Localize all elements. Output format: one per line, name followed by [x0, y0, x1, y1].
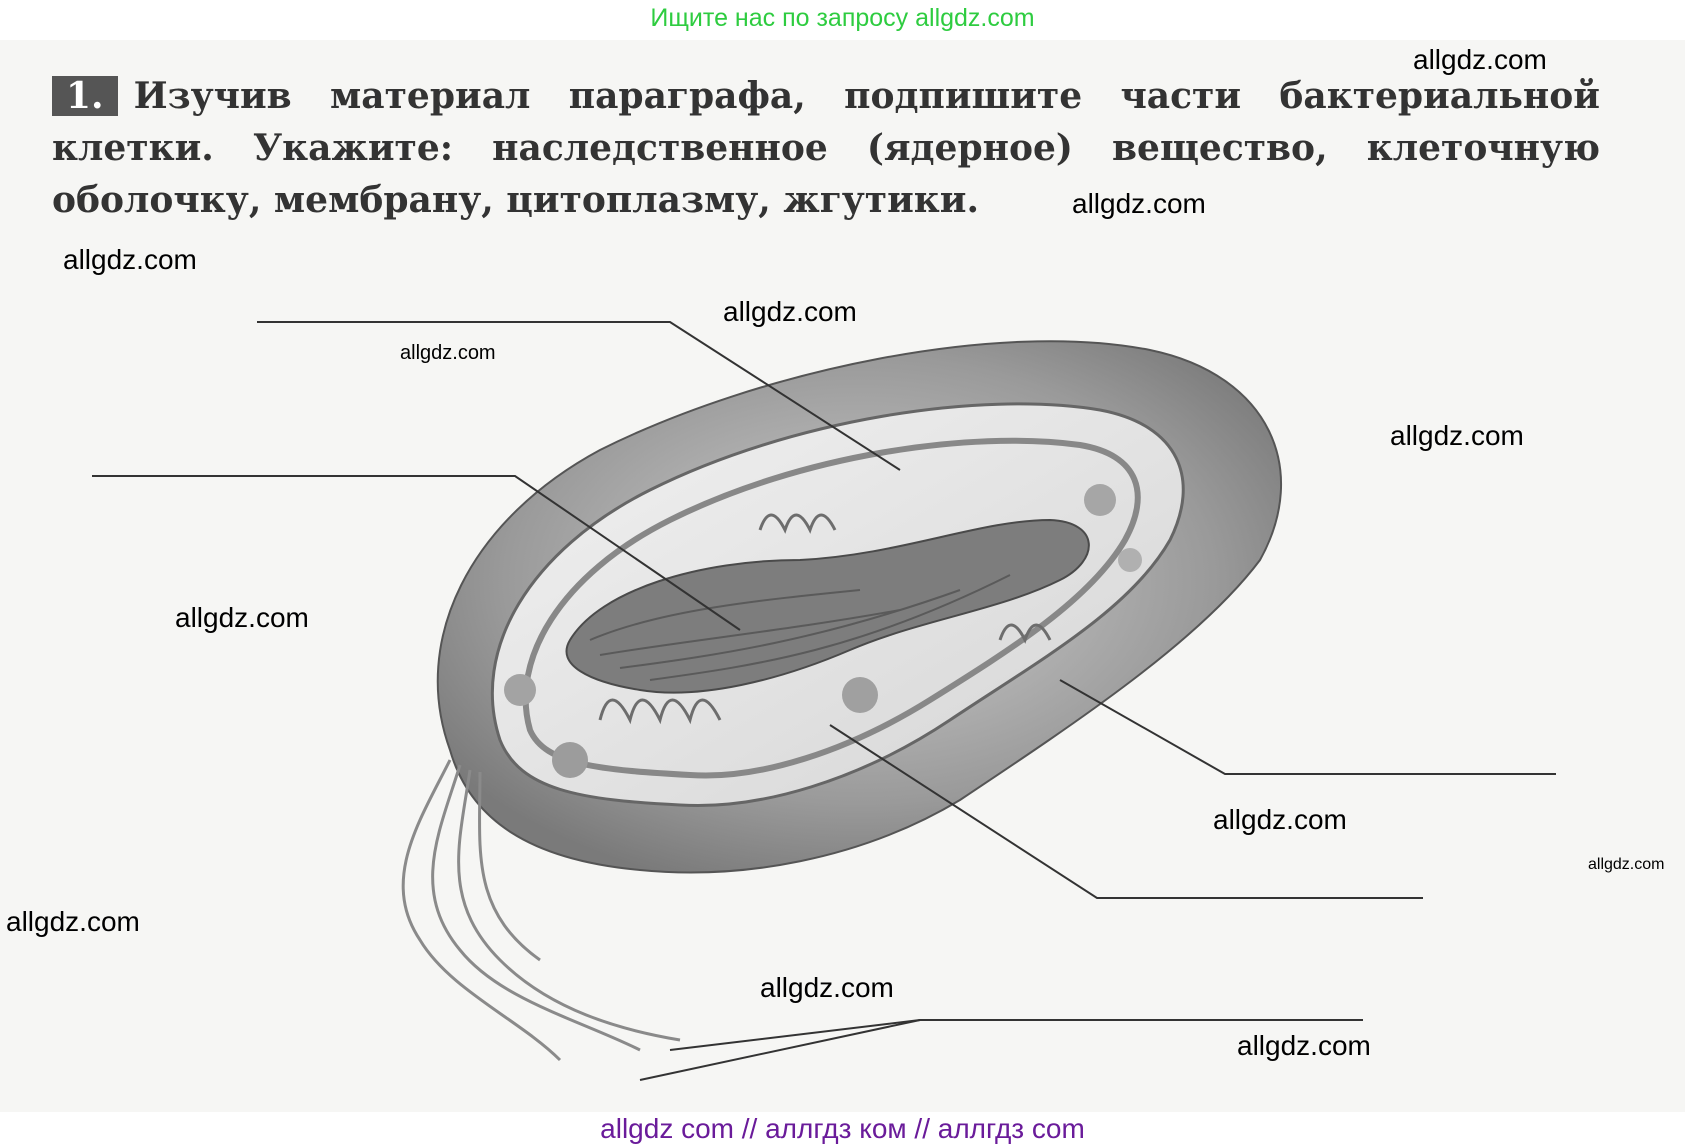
watermark: allgdz.com — [175, 602, 309, 633]
search-hint-link[interactable]: Ищите нас по запросу allgdz.com — [650, 4, 1035, 32]
footer-links[interactable]: allgdz com // аллгдз ком // аллгдз com — [600, 1113, 1085, 1144]
label-line-4 — [829, 724, 1423, 899]
watermark: allgdz.com — [723, 296, 857, 327]
label-lines — [92, 321, 1556, 1081]
label-line-3 — [1059, 679, 1556, 775]
watermark: allgdz.com — [1213, 804, 1347, 835]
bacterial-cell-illustration — [92, 321, 1556, 1081]
watermark: allgdz.com — [63, 244, 197, 275]
inner-membrane — [522, 437, 1141, 779]
task-text: Изучив материал параграфа, подпишите час… — [52, 75, 1600, 221]
watermark: allgdz.com — [760, 972, 894, 1003]
flagella — [401, 759, 681, 1062]
watermark: allgdz.com — [1237, 1030, 1371, 1061]
label-line-1 — [257, 321, 901, 471]
watermark: allgdz.com — [6, 906, 140, 937]
top-banner: Ищите нас по запросу allgdz.com — [0, 0, 1685, 40]
watermark: allgdz.com — [1390, 420, 1524, 451]
label-line-2 — [92, 475, 741, 631]
watermark: allgdz.com — [1588, 856, 1665, 873]
watermark: allgdz.com — [400, 342, 496, 364]
watermark: allgdz.com — [1072, 188, 1206, 219]
task-statement: 1.Изучив материал параграфа, подпишите ч… — [52, 70, 1600, 226]
watermark: allgdz.com — [1413, 44, 1547, 75]
footer-bar: allgdz com // аллгдз ком // аллгдз com — [0, 1112, 1685, 1148]
nucleoid — [565, 518, 1090, 694]
task-number: 1. — [52, 76, 118, 116]
